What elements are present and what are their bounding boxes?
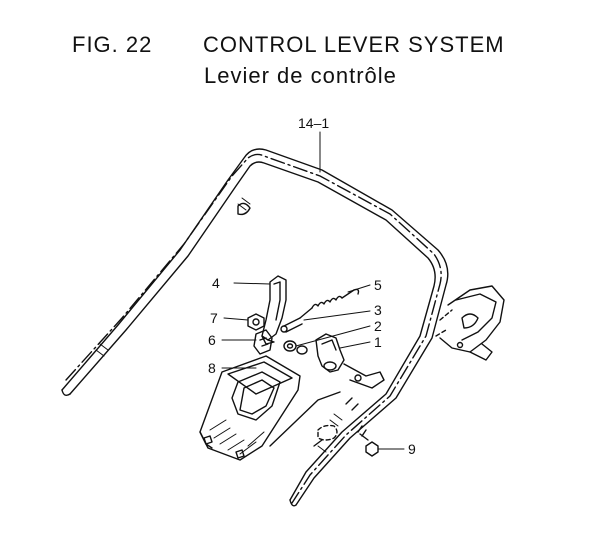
callout-label-9: 9 bbox=[408, 441, 416, 457]
leader-5 bbox=[347, 284, 371, 293]
figure-subtitle: Levier de contrôle bbox=[204, 63, 397, 88]
part-screw bbox=[357, 425, 379, 457]
callout-label-8: 8 bbox=[208, 360, 216, 376]
callout-label-4: 4 bbox=[212, 275, 220, 291]
part-nut bbox=[247, 313, 265, 331]
part-cover bbox=[199, 355, 301, 461]
part-pivot-bracket bbox=[315, 333, 385, 389]
handle-hatch bbox=[95, 197, 343, 453]
leader-2 bbox=[295, 325, 371, 347]
leader-7 bbox=[223, 317, 249, 321]
part-bolt bbox=[253, 329, 273, 355]
handle-centerline bbox=[65, 153, 442, 504]
leader-1 bbox=[339, 341, 371, 349]
callout-label-5: 5 bbox=[374, 277, 382, 293]
figure-title: CONTROL LEVER SYSTEM bbox=[203, 32, 505, 57]
callout-label-6: 6 bbox=[208, 332, 216, 348]
handle-outer-edge bbox=[61, 148, 449, 506]
leader-4 bbox=[233, 282, 271, 285]
handle-inner-edge bbox=[69, 161, 436, 501]
callout-labels: 14–1 4 5 7 3 2 6 1 8 9 bbox=[208, 115, 416, 457]
mower-body-fragment bbox=[435, 285, 505, 361]
handle-clip bbox=[237, 202, 251, 216]
figure-number: FIG. 22 bbox=[72, 32, 153, 57]
leader-lines bbox=[221, 131, 405, 450]
handle-end-right bbox=[289, 499, 297, 507]
part-washer bbox=[283, 340, 308, 355]
leader-3 bbox=[303, 310, 371, 321]
callout-label-14-1: 14–1 bbox=[298, 115, 329, 131]
callout-label-3: 3 bbox=[374, 302, 382, 318]
callout-label-1: 1 bbox=[374, 334, 382, 350]
handle-tube bbox=[61, 148, 449, 507]
callout-label-2: 2 bbox=[374, 318, 382, 334]
cover-mount-outline bbox=[269, 391, 359, 447]
handle-end-left bbox=[61, 389, 71, 397]
part-rod-link bbox=[280, 317, 303, 333]
callout-label-7: 7 bbox=[210, 310, 218, 326]
part-control-lever bbox=[261, 275, 287, 345]
